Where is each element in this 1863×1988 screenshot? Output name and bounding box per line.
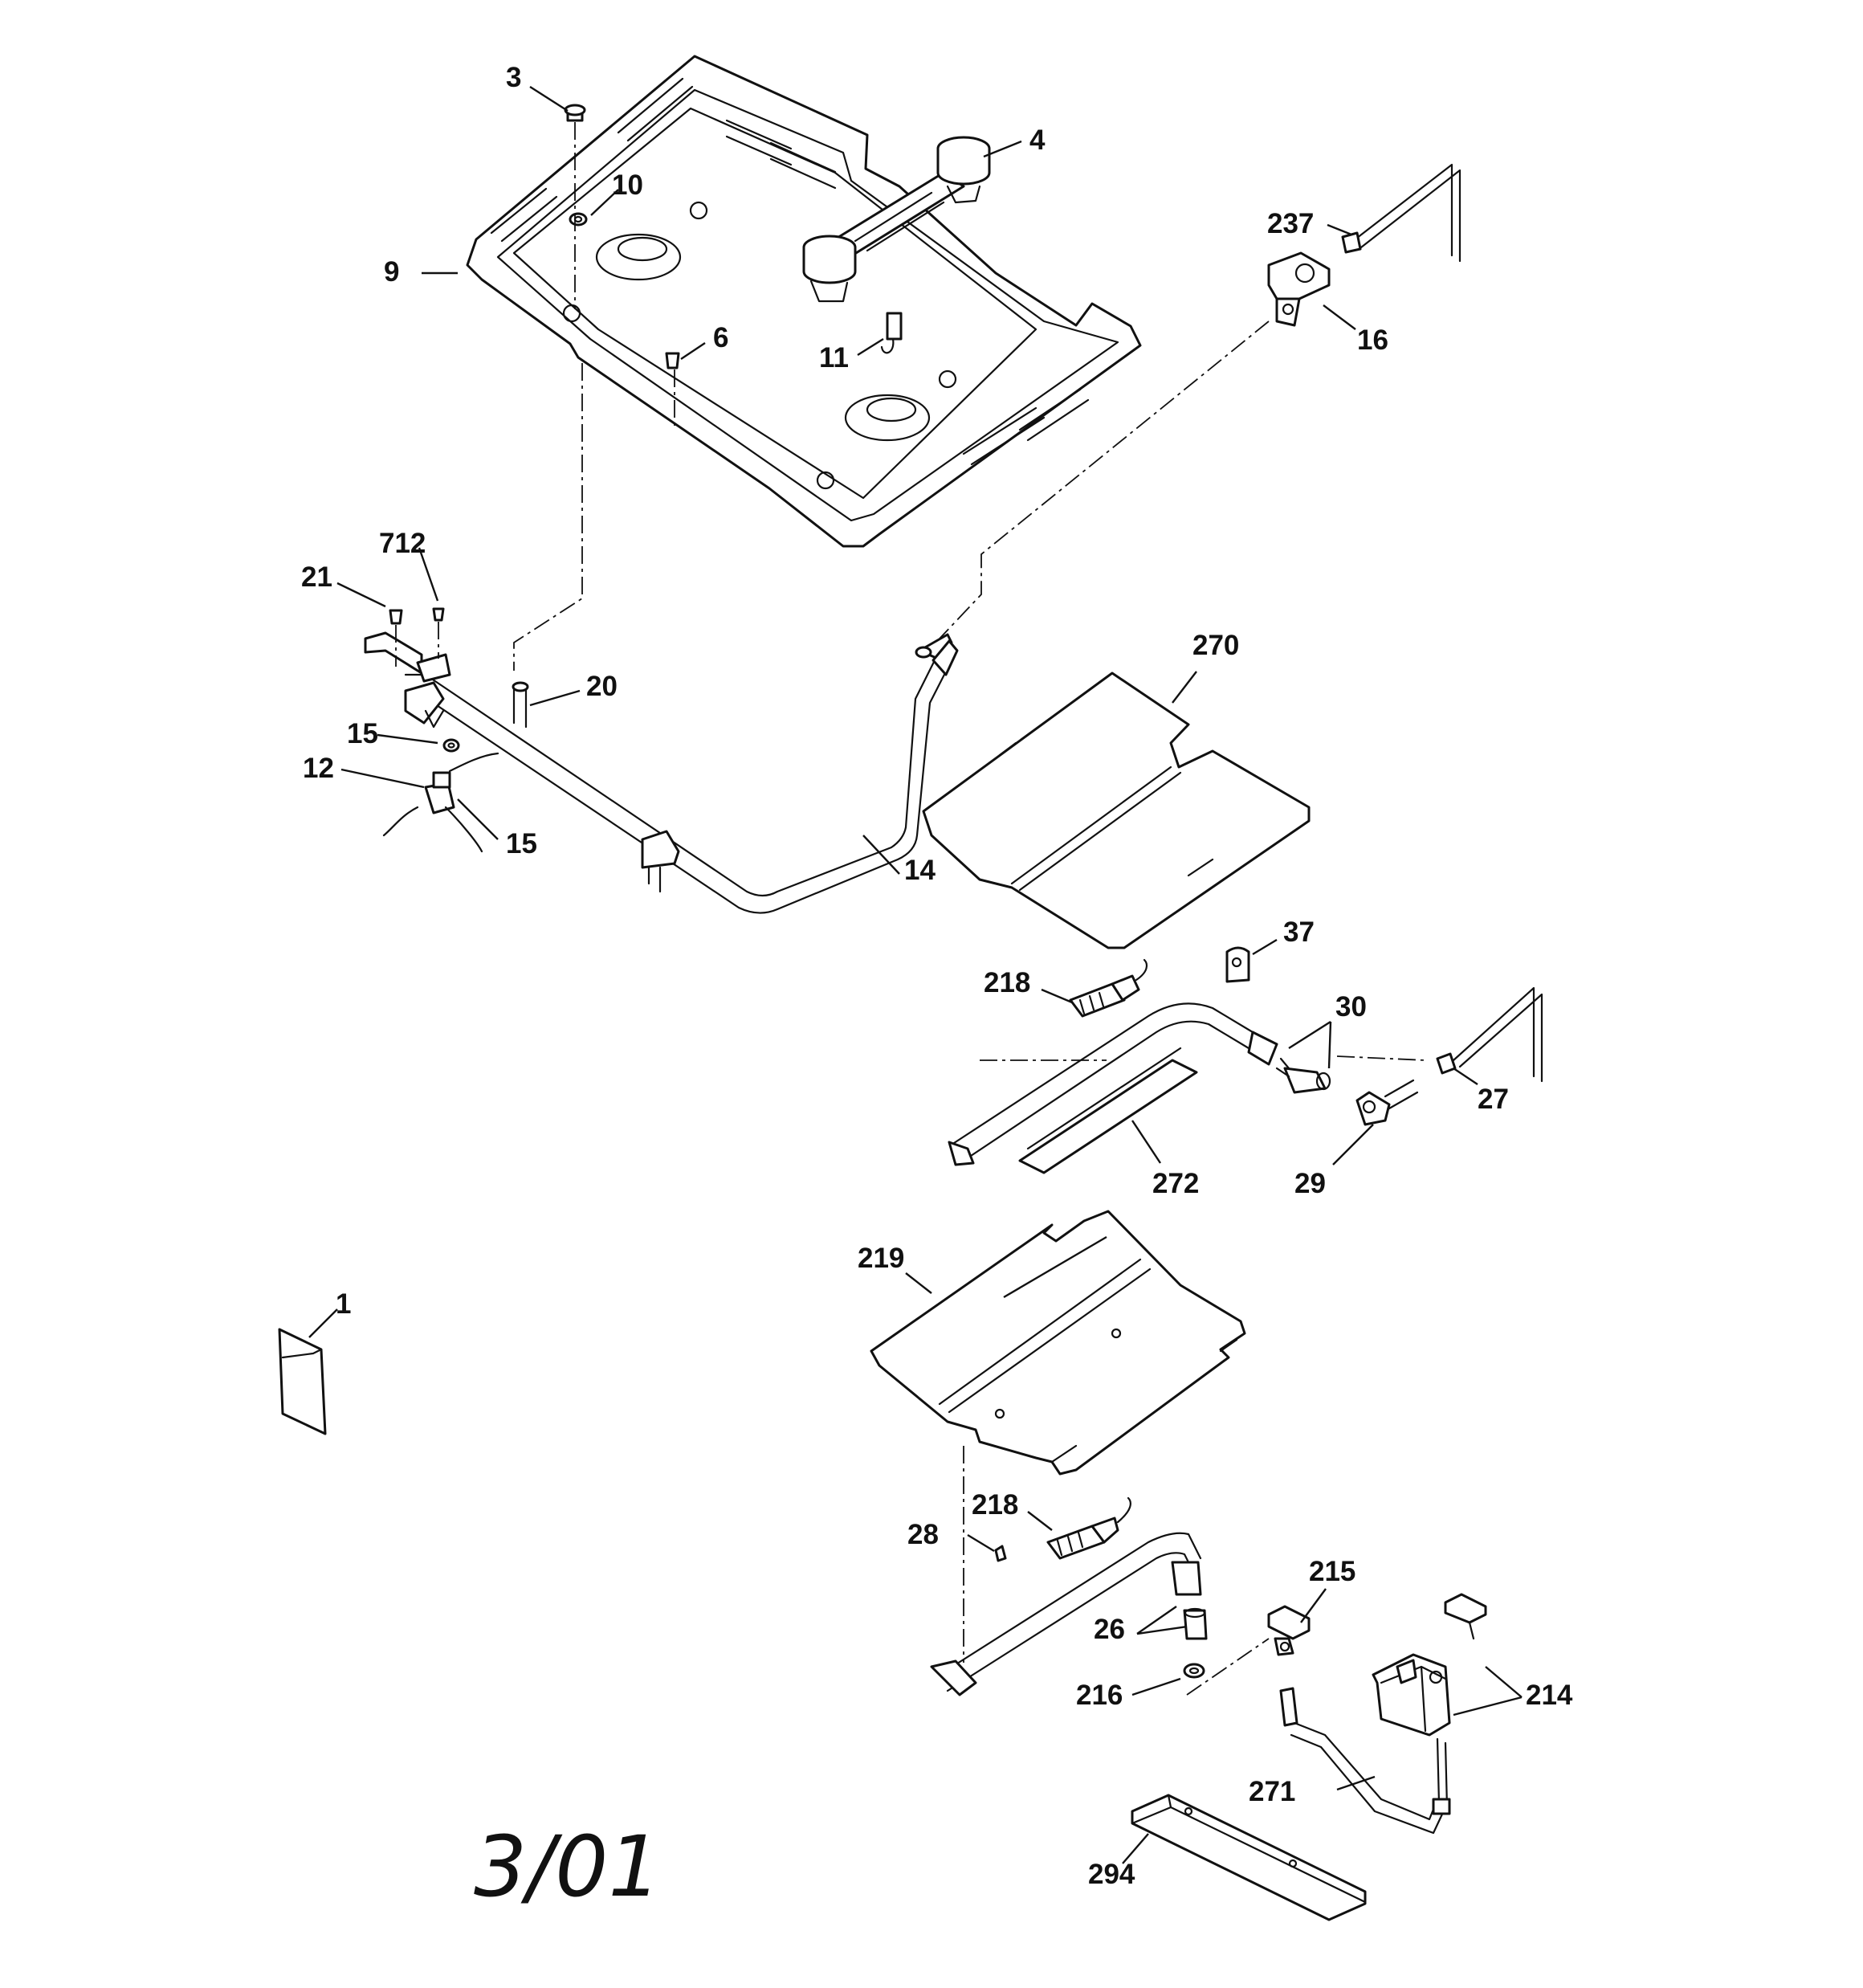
heat-shield-270: [922, 672, 1311, 949]
gas-tube-27: [1436, 986, 1543, 1083]
valve-12: [382, 752, 499, 853]
washer-15: [442, 738, 460, 753]
callout-16: 16: [1357, 325, 1388, 356]
screw-21: [389, 609, 403, 625]
callout-4: 4: [1029, 125, 1046, 156]
callout-271: 271: [1249, 1776, 1295, 1807]
callout-14: 14: [904, 855, 936, 886]
valve-bracket-16: [1267, 251, 1331, 327]
nut-28: [994, 1545, 1007, 1562]
leader-lines: [308, 85, 1523, 1864]
callout-29: 29: [1294, 1168, 1326, 1199]
callout-28: 28: [907, 1519, 939, 1550]
callout-216: 216: [1076, 1680, 1123, 1711]
callout-11: 11: [819, 342, 849, 374]
callout-294: 294: [1088, 1859, 1135, 1890]
callout-labels: 3 4 10 9 6 11 237 16 712 21 20 15 12 15 …: [301, 62, 1573, 1890]
callout-1: 1: [336, 1288, 351, 1320]
shield-219: [870, 1210, 1246, 1476]
gas-tube-237: [1341, 163, 1461, 263]
callout-12: 12: [303, 753, 334, 784]
screw-3: [564, 104, 586, 122]
callout-218-upper: 218: [984, 967, 1030, 998]
callout-3: 3: [506, 62, 521, 93]
callout-27: 27: [1478, 1084, 1509, 1115]
callout-26: 26: [1094, 1614, 1125, 1645]
callout-270: 270: [1192, 630, 1239, 661]
callout-20: 20: [586, 671, 618, 702]
callout-214: 214: [1526, 1680, 1573, 1711]
callout-10: 10: [612, 169, 643, 201]
clip-11: [880, 312, 903, 354]
callout-6: 6: [713, 322, 728, 353]
lower-burner: [930, 1496, 1208, 1696]
callout-15-lower: 15: [506, 828, 537, 859]
gas-line-271: [1279, 1687, 1451, 1835]
callout-712: 712: [379, 528, 426, 559]
callout-21: 21: [301, 561, 332, 593]
igniter-assembly: [802, 136, 991, 303]
manifold-pipe-14: [364, 631, 959, 914]
screw-712: [432, 607, 445, 622]
callout-237: 237: [1267, 208, 1314, 239]
callout-15-upper: 15: [347, 718, 378, 749]
angle-bracket-294: [1131, 1794, 1367, 1921]
valve-29: [1355, 1079, 1419, 1126]
callout-37: 37: [1283, 916, 1315, 948]
callout-219: 219: [858, 1243, 904, 1274]
burner-272: [948, 946, 1331, 1174]
manual-envelope-1: [278, 1328, 327, 1435]
regulator-214: [1372, 1593, 1487, 1737]
callout-215: 215: [1309, 1556, 1355, 1587]
date-code: 3/01: [474, 1818, 662, 1916]
burner-box-tray: [466, 55, 1142, 548]
callout-9: 9: [384, 256, 399, 288]
screw-6: [665, 352, 680, 369]
callout-272: 272: [1152, 1168, 1199, 1199]
callout-30: 30: [1335, 991, 1367, 1023]
bracket-215: [1267, 1605, 1311, 1656]
callout-218-lower: 218: [972, 1489, 1018, 1521]
nut-10: [569, 212, 588, 227]
